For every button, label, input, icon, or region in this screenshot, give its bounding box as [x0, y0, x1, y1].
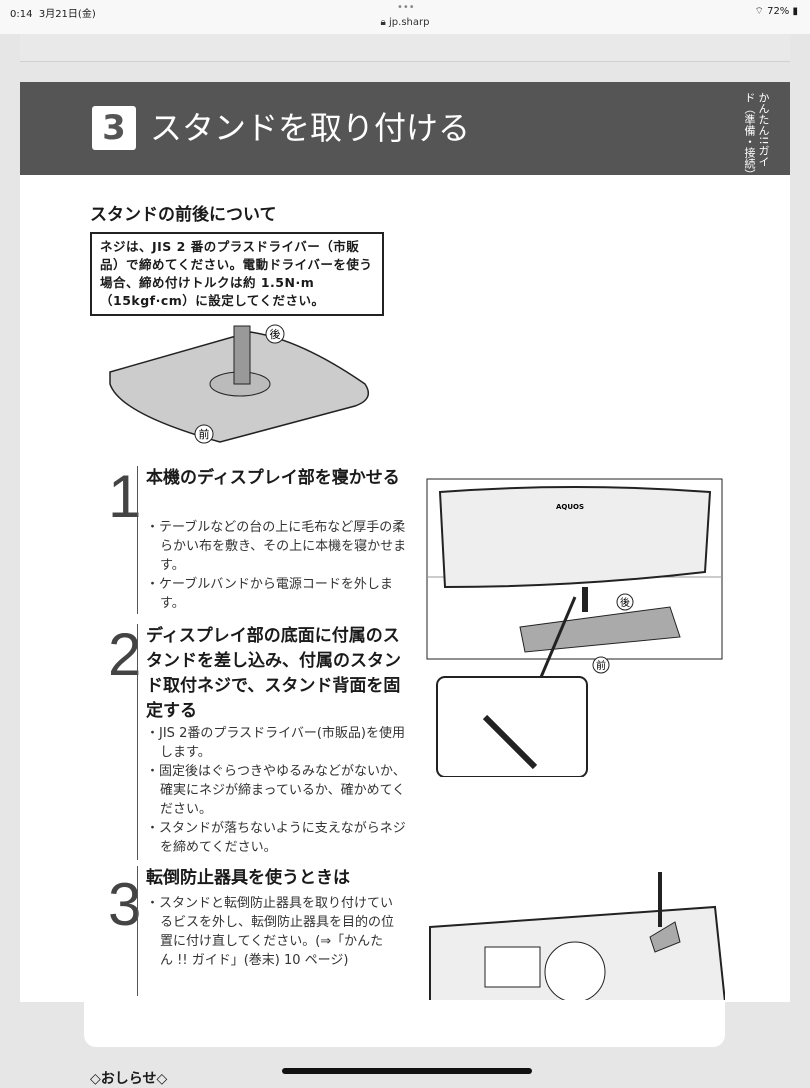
side-tab-label: かんたん!!ガイド（準備・接続） — [743, 92, 770, 180]
bullet: ケーブルバンドから電源コードを外します。 — [146, 575, 416, 613]
section-header: 3 スタンドを取り付ける かんたん!!ガイド（準備・接続） — [20, 82, 790, 180]
step-1-title: 本機のディスプレイ部を寝かせる — [146, 468, 400, 488]
screw-note: ネジは、JIS 2 番のプラスドライバー（市販品）で締めてください。電動ドライバ… — [90, 232, 384, 316]
lock-icon: 🔒︎ — [380, 17, 386, 28]
bullet: テーブルなどの台の上に毛布など厚手の柔らかい布を敷き、その上に本機を寝かせます。 — [146, 518, 416, 575]
back-label: 後 — [270, 327, 281, 341]
address-bar[interactable]: 🔒︎ jp.sharp — [380, 17, 430, 28]
brand-logo: AQUOS — [556, 503, 584, 511]
step-1-number: 1 — [108, 463, 142, 530]
manual-page: 3 スタンドを取り付ける かんたん!!ガイド（準備・接続） スタンドの前後につい… — [20, 82, 790, 1002]
tv-stand-illustration: AQUOS 後 前 — [426, 478, 723, 777]
tip-prevention-illustration — [429, 872, 725, 1002]
bullet: 固定後はぐらつきやゆるみなどがないか、確実にネジが締まっているか、確かめてくださ… — [146, 762, 416, 819]
page-bottom — [84, 1000, 725, 1047]
step-3-bullets: スタンドと転倒防止器具を取り付けているビスを外し、転倒防止器具を目的の位置に付け… — [146, 894, 396, 970]
notice-heading: ◇おしらせ◇ — [90, 1071, 168, 1087]
home-indicator[interactable] — [282, 1068, 532, 1074]
status-time: 0:14 3月21日(金) — [10, 9, 96, 20]
previous-page — [20, 34, 790, 62]
stand-illustration: 後 前 — [109, 324, 370, 444]
front-label: 前 — [199, 427, 210, 441]
svg-text:前: 前 — [596, 659, 606, 672]
subheading: スタンドの前後について — [90, 205, 277, 225]
step-3-title: 転倒防止器具を使うときは — [146, 868, 350, 888]
wifi-icon: ⌔ — [754, 6, 764, 17]
section-number: 3 — [92, 106, 136, 150]
page-title: スタンドを取り付ける — [150, 109, 471, 147]
step-2-bullets: JIS 2番のプラスドライバー(市販品)を使用します。 固定後はぐらつきやゆるみ… — [146, 724, 416, 857]
bullet: スタンドが落ちないように支えながらネジを締めてください。 — [146, 819, 416, 857]
step-2-number: 2 — [108, 621, 142, 688]
more-dots-icon[interactable]: ••• — [397, 2, 415, 13]
bullet: JIS 2番のプラスドライバー(市販品)を使用します。 — [146, 724, 416, 762]
battery-indicator: ⌔ 72% ▮ — [754, 6, 798, 17]
step-2-title: ディスプレイ部の底面に付属のスタンドを差し込み、付属のスタンド取付ネジで、スタン… — [146, 626, 401, 721]
step-3-number: 3 — [108, 871, 142, 938]
step-1-bullets: テーブルなどの台の上に毛布など厚手の柔らかい布を敷き、その上に本機を寝かせます。… — [146, 518, 416, 613]
bullet: スタンドと転倒防止器具を取り付けているビスを外し、転倒防止器具を目的の位置に付け… — [146, 894, 396, 970]
status-bar: 0:14 3月21日(金) ••• 🔒︎ jp.sharp ⌔ 72% ▮ — [0, 0, 810, 34]
svg-text:後: 後 — [620, 596, 630, 609]
